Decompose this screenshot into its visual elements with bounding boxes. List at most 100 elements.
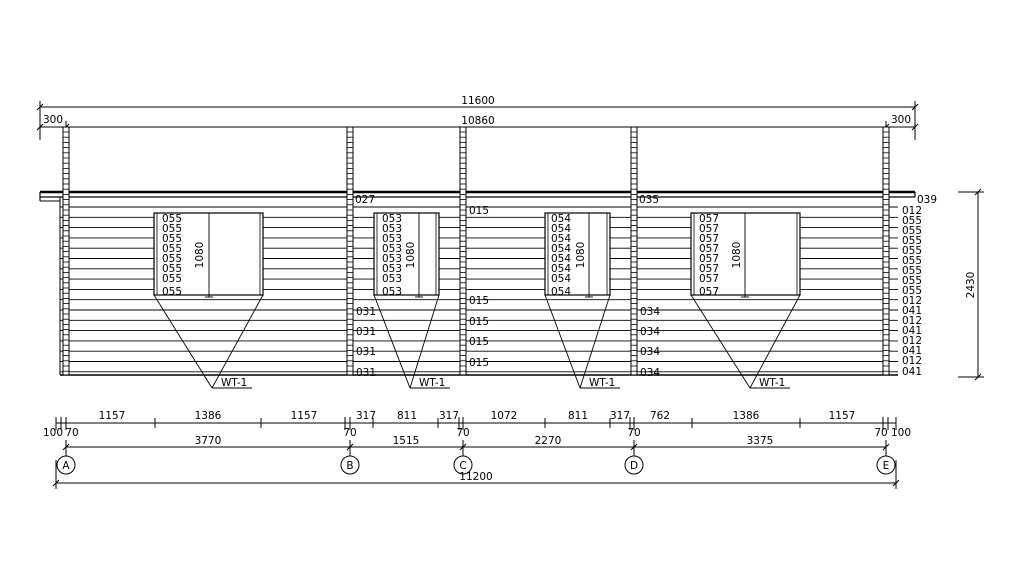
svg-text:031: 031 (356, 306, 376, 318)
svg-text:034: 034 (640, 306, 660, 318)
wall-c-codes: 015 015 015 015 015 (469, 205, 489, 369)
svg-text:015: 015 (469, 295, 489, 307)
svg-text:811: 811 (568, 410, 588, 422)
wall-thickness-e: 70 (874, 427, 887, 439)
svg-text:054: 054 (551, 286, 571, 298)
window-label-a: WT-1 (221, 377, 247, 389)
axis-markers: A B C D E (56, 455, 896, 475)
svg-text:041: 041 (902, 345, 922, 357)
right-end-codes: 012 055 055 055 055 055 055 055 055 012 … (902, 205, 922, 378)
svg-text:317: 317 (610, 410, 630, 422)
axis-dimension-line (62, 440, 890, 462)
svg-text:053: 053 (382, 253, 402, 265)
svg-text:034: 034 (640, 346, 660, 358)
svg-text:1157: 1157 (99, 410, 126, 422)
svg-text:053: 053 (382, 273, 402, 285)
svg-text:1072: 1072 (491, 410, 518, 422)
svg-text:057: 057 (699, 253, 719, 265)
right-edge-dimension: 100 (891, 427, 911, 439)
svg-text:055: 055 (162, 223, 182, 235)
svg-text:012: 012 (902, 315, 922, 327)
svg-text:057: 057 (699, 273, 719, 285)
svg-text:055: 055 (902, 265, 922, 277)
wall-column-b (346, 126, 354, 376)
svg-text:055: 055 (902, 225, 922, 237)
window-label-c: WT-1 (589, 377, 615, 389)
wall-column-a (62, 126, 70, 376)
height-dimension-line (958, 188, 984, 381)
svg-text:053: 053 (382, 243, 402, 255)
svg-text:015: 015 (469, 336, 489, 348)
wall-b-bottom-codes: 031 031 031 031 (356, 306, 376, 379)
wall-thickness-c: 70 (456, 427, 469, 439)
svg-text:053: 053 (382, 233, 402, 245)
wall-b-window-codes: 053 053 053 053 053 053 053 053 (382, 213, 402, 298)
window-openings (153, 212, 801, 296)
svg-text:053: 053 (382, 223, 402, 235)
window-height-dimension-lines (205, 212, 749, 298)
svg-text:054: 054 (551, 233, 571, 245)
axis-label-c: C (459, 460, 466, 472)
wall-thickness-a: 70 (65, 427, 78, 439)
right-end-top-code: 039 (917, 194, 937, 206)
svg-text:054: 054 (551, 213, 571, 225)
svg-text:1515: 1515 (393, 435, 420, 447)
window-label-b: WT-1 (419, 377, 445, 389)
svg-text:055: 055 (902, 285, 922, 297)
axis-label-a: A (62, 460, 70, 472)
svg-text:055: 055 (902, 275, 922, 287)
axis-label-d: D (630, 460, 638, 472)
svg-text:055: 055 (162, 273, 182, 285)
svg-text:053: 053 (382, 213, 402, 225)
svg-text:041: 041 (902, 366, 922, 378)
segment-dimension-labels: 1157 1386 1157 317 811 317 1072 811 317 … (99, 410, 856, 422)
svg-text:2270: 2270 (535, 435, 562, 447)
overall-width-dimension: 11600 (461, 95, 494, 107)
axis-label-e: E (883, 460, 890, 472)
svg-text:055: 055 (902, 245, 922, 257)
svg-text:015: 015 (469, 316, 489, 328)
svg-text:055: 055 (902, 255, 922, 267)
svg-text:012: 012 (902, 335, 922, 347)
svg-text:012: 012 (902, 355, 922, 367)
svg-text:012: 012 (902, 295, 922, 307)
window-height-b: 1080 (405, 242, 417, 269)
svg-text:055: 055 (162, 253, 182, 265)
axis-span-labels: 3770 1515 2270 3375 (195, 435, 774, 447)
inner-width-dimension: 10860 (461, 115, 494, 127)
svg-text:055: 055 (902, 235, 922, 247)
window-height-a: 1080 (194, 242, 206, 269)
wall-column-e (882, 126, 890, 376)
svg-text:015: 015 (469, 357, 489, 369)
svg-text:055: 055 (162, 213, 182, 225)
svg-text:1386: 1386 (733, 410, 760, 422)
roof-plate (39, 190, 916, 375)
right-overhang-dimension: 300 (891, 114, 911, 126)
wall-thickness-b: 70 (343, 427, 356, 439)
svg-text:1157: 1157 (291, 410, 318, 422)
svg-text:762: 762 (650, 410, 670, 422)
svg-text:034: 034 (640, 326, 660, 338)
svg-text:317: 317 (356, 410, 376, 422)
svg-text:3770: 3770 (195, 435, 222, 447)
wall-c-window-codes: 054 054 054 054 054 054 054 054 (551, 213, 571, 298)
svg-text:055: 055 (902, 215, 922, 227)
svg-text:055: 055 (162, 286, 182, 298)
wall-thickness-d: 70 (627, 427, 640, 439)
svg-text:057: 057 (699, 286, 719, 298)
svg-text:3375: 3375 (747, 435, 774, 447)
window-leader-lines (153, 294, 801, 389)
svg-text:031: 031 (356, 346, 376, 358)
window-height-c: 1080 (575, 242, 587, 269)
svg-text:054: 054 (551, 273, 571, 285)
wall-a-window-codes: 055 055 055 055 055 055 055 055 (162, 213, 182, 298)
overall-height-dimension: 2430 (965, 272, 977, 299)
svg-text:031: 031 (356, 367, 376, 379)
svg-text:015: 015 (469, 205, 489, 217)
svg-text:054: 054 (551, 223, 571, 235)
svg-text:057: 057 (699, 213, 719, 225)
svg-text:811: 811 (397, 410, 417, 422)
svg-text:055: 055 (162, 243, 182, 255)
svg-text:041: 041 (902, 305, 922, 317)
left-overhang-dimension: 300 (43, 114, 63, 126)
